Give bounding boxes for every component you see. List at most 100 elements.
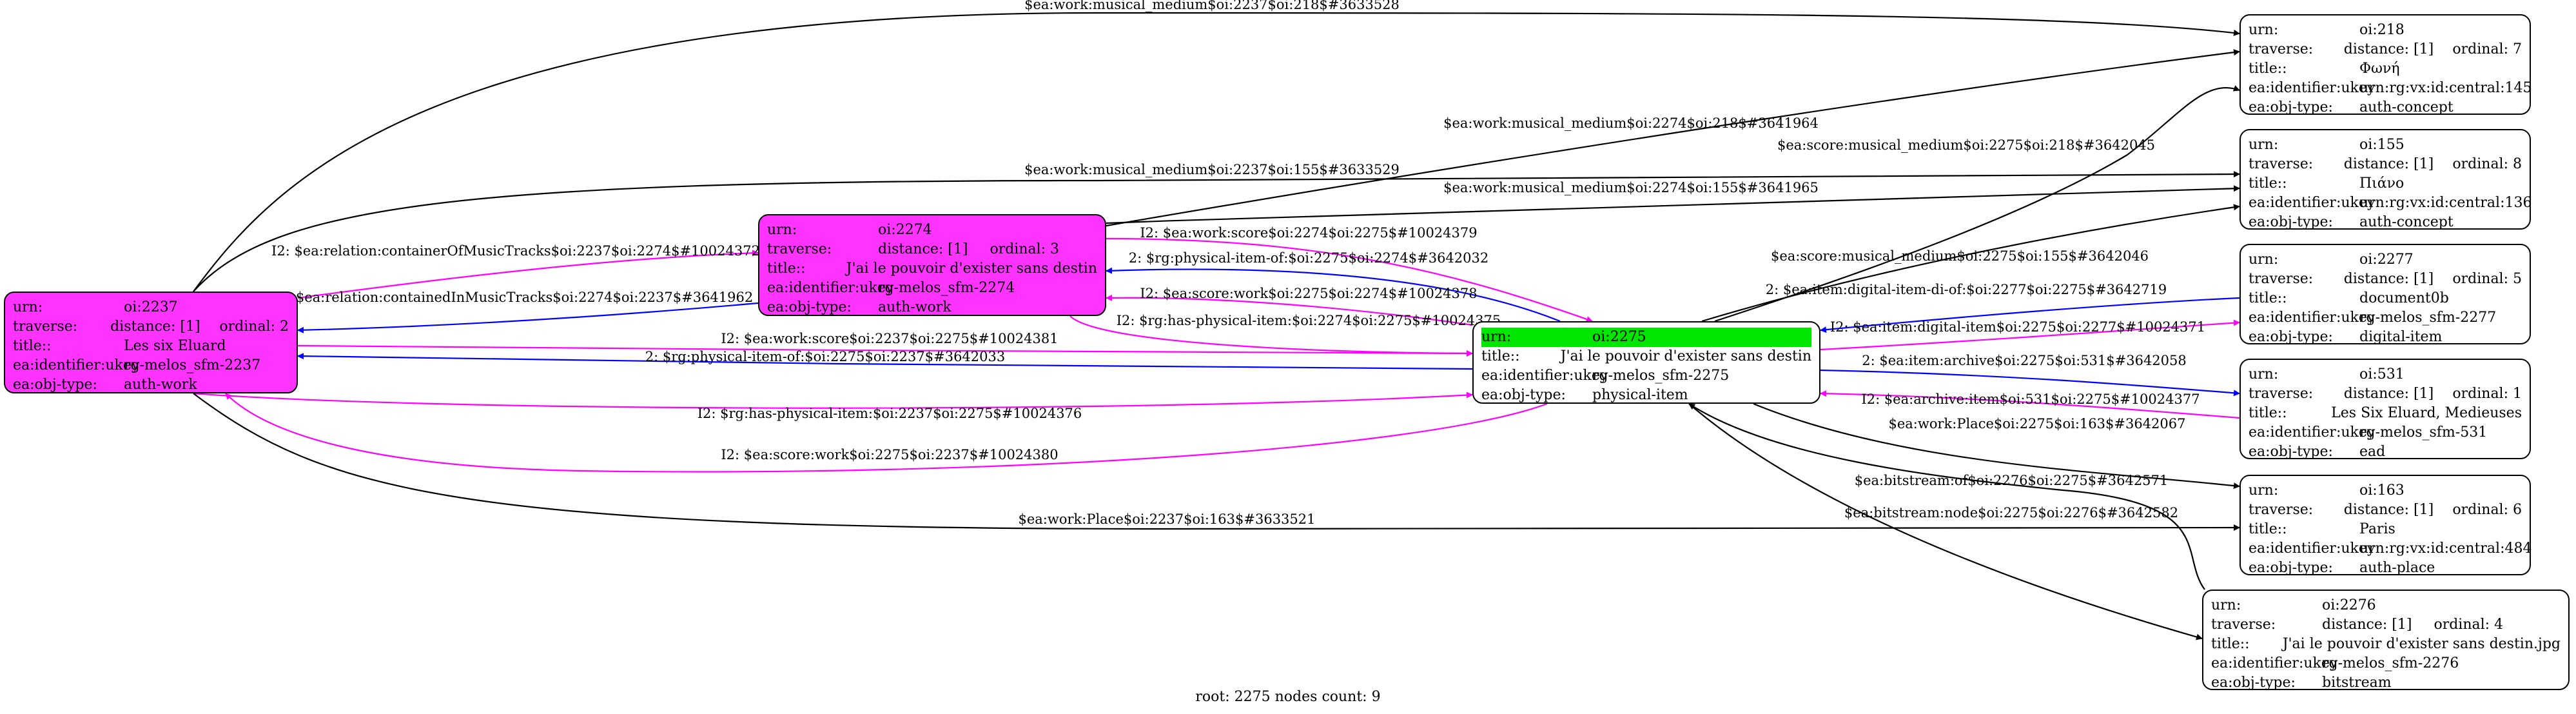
node-type: auth-work	[124, 377, 197, 393]
node-distance: distance: [1]	[2343, 502, 2434, 518]
node-traverse-row: traverse:distance: [1]ordinal: 1	[2249, 384, 2522, 404]
field-label-traverse: traverse:	[2249, 271, 2314, 287]
field-label-traverse: traverse:	[2249, 41, 2314, 57]
edge-5	[1701, 204, 2240, 322]
node-ukey: rg-melos_sfm-2237	[124, 357, 261, 373]
node-traverse-row: traverse:distance: [1]ordinal: 2	[13, 317, 289, 337]
node-title: Πιάνο	[2359, 175, 2405, 192]
field-label-traverse: traverse:	[2249, 502, 2314, 518]
node-title-row: title::J'ai le pouvoir d'exister sans de…	[767, 259, 1097, 279]
node-urn: oi:2277	[2359, 252, 2414, 268]
node-oi-531[interactable]: urn:oi:531 traverse:distance: [1]ordinal…	[2239, 359, 2531, 462]
node-ukey: rg-melos_sfm-531	[2359, 424, 2488, 441]
node-oi-155[interactable]: urn:oi:155 traverse:distance: [1]ordinal…	[2239, 129, 2532, 232]
field-label-ukey: ea:identifier:ukey	[2211, 655, 2338, 671]
field-label-ukey: ea:identifier:ukey	[767, 280, 894, 296]
node-title: Φωνή	[2359, 61, 2400, 77]
node-title-row: title::document0b	[2249, 289, 2522, 308]
edge-7	[297, 302, 759, 333]
node-urn: oi:2276	[2322, 597, 2376, 613]
edge-label-1: $ea:work:musical_medium$oi:2274$oi:218$#…	[1443, 115, 1819, 131]
node-urn: oi:155	[2359, 137, 2405, 153]
node-urn-row: urn:oi:531	[2249, 365, 2522, 384]
node-urn-row: urn:oi:2276	[2211, 596, 2561, 615]
field-label-title: title::	[2211, 636, 2250, 652]
edge-label-9: 2: $rg:physical-item-of:$oi:2275$oi:2274…	[1129, 250, 1489, 266]
field-label-title: title::	[767, 261, 806, 277]
node-type: ead	[2359, 444, 2386, 460]
node-urn-row: urn: oi:2277	[2249, 250, 2522, 270]
node-urn-row: urn:oi:2274	[767, 221, 1097, 240]
field-label-traverse: traverse:	[2249, 156, 2314, 172]
node-oi-2274[interactable]: urn:oi:2274 traverse:distance: [1]ordina…	[758, 214, 1106, 316]
graph-footer: root: 2275 nodes count: 9	[1195, 689, 1381, 705]
node-traverse-row: traverse: distance: [1] ordinal: 7	[2249, 40, 2522, 59]
node-type-row: ea:obj-type:physical-item	[1481, 386, 1811, 405]
edge-15	[225, 393, 1548, 473]
node-title: J'ai le pouvoir d'exister sans destin	[1560, 348, 1811, 364]
node-oi-2237[interactable]: urn:oi:2237 traverse:distance: [1]ordina…	[4, 292, 298, 393]
node-type-row: ea:obj-type:bitstream	[2211, 673, 2561, 693]
node-oi-2277[interactable]: urn:oi:2277 traverse:distance: [1]ordina…	[2239, 244, 2531, 347]
field-label-type: ea:obj-type:	[1481, 387, 1566, 403]
edge-label-11: I2: $rg:has-physical-item:$oi:2274$oi:22…	[1117, 313, 1501, 328]
field-label-urn: urn:	[2249, 22, 2279, 38]
node-type-row: ea:obj-type:auth-concept	[2249, 213, 2522, 232]
field-label-urn: urn:	[2249, 366, 2279, 382]
field-label-type: ea:obj-type:	[2249, 99, 2333, 115]
field-label-urn: urn:	[13, 299, 43, 315]
field-label-urn: urn:	[2249, 482, 2279, 499]
edge-label-20: $ea:work:Place$oi:2275$oi:163$#3642067	[1889, 416, 2186, 431]
field-label-traverse: traverse:	[2211, 617, 2276, 633]
edge-label-12: I2: $ea:work:score$oi:2237$oi:2275$#1002…	[721, 331, 1058, 346]
node-title-row: title::Les six Eluard	[13, 337, 289, 356]
field-label-title: title::	[2249, 290, 2287, 306]
node-title-row: title::Πιάνο	[2249, 174, 2522, 193]
edge-13	[297, 353, 1473, 370]
edge-17	[1820, 319, 2240, 351]
edge-label-21: $ea:bitstream:of$oi:2276$oi:2275$#364257…	[1855, 473, 2169, 488]
field-label-urn: urn:	[767, 222, 797, 238]
node-distance: distance: [1]	[110, 319, 200, 335]
node-oi-2276[interactable]: urn:oi:2276 traverse:distance: [1]ordina…	[2202, 590, 2570, 693]
node-urn-row: urn:oi:163	[2249, 481, 2522, 501]
node-type: digital-item	[2359, 329, 2443, 345]
node-urn: oi:2237	[124, 299, 178, 315]
edge-label-19: I2: $ea:archive:item$oi:531$oi:2275$#100…	[1861, 392, 2200, 407]
edge-label-3: $ea:work:musical_medium$oi:2237$oi:155$#…	[1024, 162, 1400, 177]
node-ukey: rg-melos_sfm-2274	[878, 280, 1015, 296]
node-type-row: ea:obj-type: digital-item	[2249, 328, 2522, 347]
field-label-title: title::	[2249, 521, 2287, 537]
edge-label-0: $ea:work:musical_medium$oi:2237$oi:218$#…	[1024, 0, 1400, 12]
edge-9	[1106, 267, 1561, 322]
node-distance: distance: [1]	[2343, 41, 2434, 57]
field-label-type: ea:obj-type:	[2249, 329, 2333, 345]
field-label-urn: urn:	[2249, 252, 2279, 268]
edge-12	[297, 344, 1473, 357]
field-label-ukey: ea:identifier:ukey	[2249, 195, 2376, 211]
node-oi-218[interactable]: urn:oi:218 traverse:distance: [1]ordinal…	[2239, 14, 2532, 115]
node-type-row: ea:obj-type:auth-work	[13, 375, 289, 395]
node-traverse-row: traverse:distance: [1]ordinal: 4	[2211, 615, 2561, 635]
field-label-type: ea:obj-type:	[767, 299, 852, 315]
node-type-row: ea:obj-type:auth-place	[2249, 559, 2522, 578]
edge-label-8: I2: $ea:work:score$oi:2274$oi:2275$#1002…	[1140, 225, 1477, 241]
node-ukey: urn:rg:vx:id:central:145	[2359, 80, 2532, 96]
field-label-title: title::	[2249, 405, 2287, 421]
node-type-row: ea:obj-type:ead	[2249, 442, 2522, 462]
node-ordinal: ordinal: 7	[2452, 41, 2522, 57]
edge-11	[1069, 315, 1473, 357]
edge-18	[1820, 369, 2240, 397]
edge-3	[193, 171, 2240, 292]
node-oi-2275-root[interactable]: urn:oi:2275 title::J'ai le pouvoir d'exi…	[1472, 321, 1820, 404]
field-label-traverse: traverse:	[13, 319, 78, 335]
node-urn-row: urn: oi:2237	[13, 298, 289, 317]
node-traverse-row: traverse:distance: [1]ordinal: 6	[2249, 501, 2522, 520]
node-oi-163[interactable]: urn:oi:163 traverse:distance: [1]ordinal…	[2239, 475, 2532, 578]
edge-1	[1106, 49, 2240, 227]
